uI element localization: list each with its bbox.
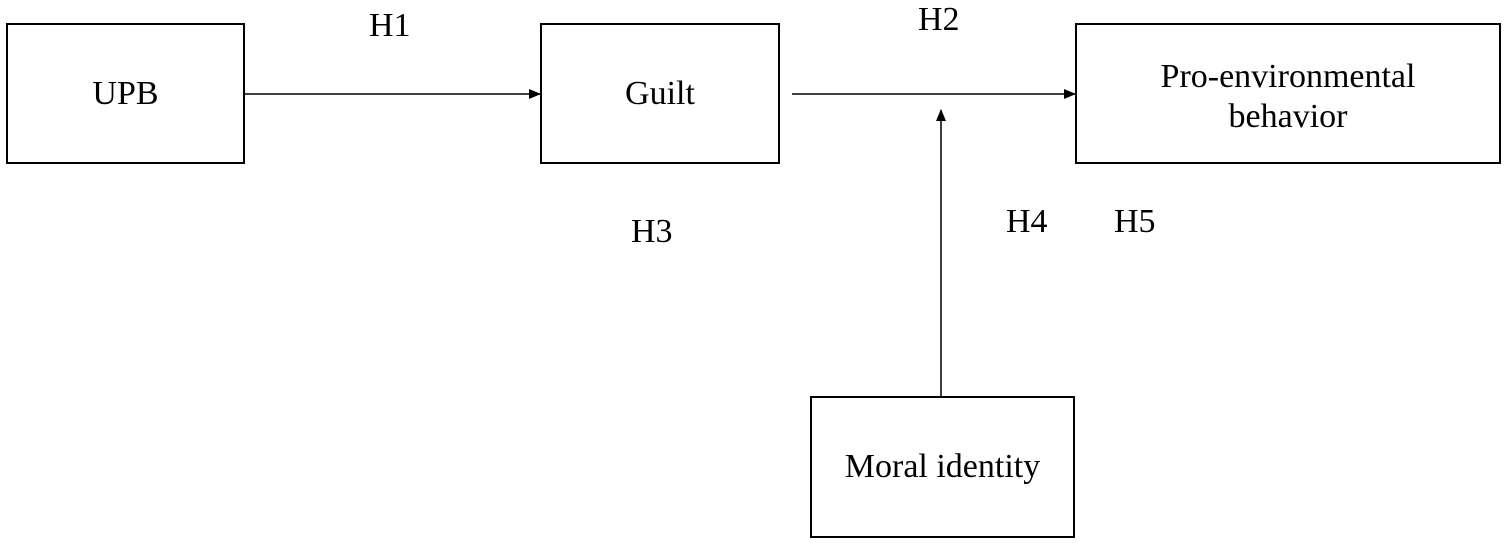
upb-box: UPB [6,23,245,164]
hypothesis-h1-label: H1 [369,7,411,44]
hypothesis-h4-label: H4 [1006,203,1048,240]
hypothesis-h5-label: H5 [1114,203,1156,240]
pro-environmental-behavior-box: Pro-environmental behavior [1075,23,1501,164]
pro-environmental-label-line1: Pro-environmental [1160,57,1416,95]
upb-label: UPB [92,74,159,112]
moral-identity-label: Moral identity [844,448,1041,485]
guilt-box: Guilt [540,23,780,164]
hypothesis-h3-label: H3 [631,213,673,250]
moral-identity-box: Moral identity [810,396,1075,538]
guilt-label: Guilt [625,74,695,112]
hypothesis-h2-label: H2 [918,1,960,38]
pro-environmental-label-line2: behavior [1228,97,1348,135]
